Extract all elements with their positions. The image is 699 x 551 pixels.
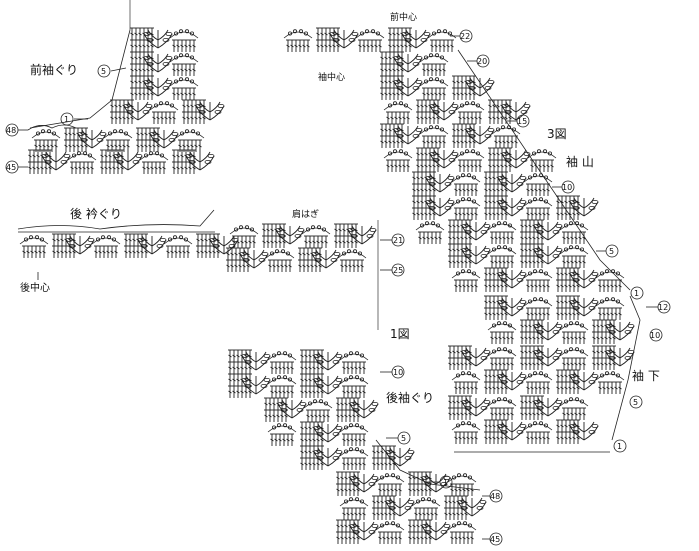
row-marker-s-10: 10 bbox=[552, 180, 575, 194]
row-marker-s-22: 22 bbox=[450, 29, 473, 43]
row-marker-b-10: 10 bbox=[380, 365, 405, 379]
row-marker-s-10b: 10 bbox=[649, 328, 663, 342]
row-marker-s-5b: 5 bbox=[629, 395, 643, 409]
sleeve-cap-label: 袖 山 bbox=[566, 154, 594, 169]
figure-3-label: 3図 bbox=[547, 127, 567, 141]
svg-text:22: 22 bbox=[460, 32, 470, 41]
front-armhole-label: 前袖ぐり bbox=[30, 62, 78, 77]
back-armhole-label: 後袖ぐり bbox=[386, 390, 434, 405]
svg-text:48: 48 bbox=[6, 126, 16, 135]
row-marker-s-15: 15 bbox=[507, 114, 530, 128]
svg-text:5: 5 bbox=[101, 67, 106, 76]
svg-text:10: 10 bbox=[393, 368, 403, 377]
back-armhole-chart bbox=[228, 350, 486, 544]
row-marker-front-5: 5 bbox=[97, 64, 127, 78]
row-marker-b-48: 48 bbox=[482, 489, 503, 503]
row-marker-b-1: 1 bbox=[426, 475, 453, 489]
sleeve-chart bbox=[284, 28, 641, 453]
row-marker-front-1: 1 bbox=[60, 112, 88, 126]
front-center-label: 前中心 bbox=[390, 11, 417, 23]
row-marker-s-5a: 5 bbox=[596, 244, 619, 258]
svg-text:1: 1 bbox=[64, 115, 69, 124]
svg-text:1: 1 bbox=[443, 478, 448, 487]
svg-text:21: 21 bbox=[393, 236, 403, 245]
row-marker-b-45: 45 bbox=[482, 532, 503, 546]
sleeve-under-label: 袖 下 bbox=[632, 368, 660, 383]
row-marker-back-21: 21 bbox=[380, 233, 405, 247]
row-marker-back-25: 25 bbox=[380, 263, 405, 277]
back-neck-chart bbox=[17, 209, 379, 330]
svg-text:20: 20 bbox=[477, 57, 487, 66]
svg-text:12: 12 bbox=[658, 303, 668, 312]
svg-text:10: 10 bbox=[650, 331, 660, 340]
shoulder-join-label: 肩はぎ bbox=[292, 208, 319, 220]
row-marker-s-1: 1 bbox=[630, 286, 644, 300]
svg-text:5: 5 bbox=[633, 398, 638, 407]
back-neck-label: 後 衿ぐり bbox=[70, 206, 122, 221]
figure-1-label: 1図 bbox=[390, 327, 410, 341]
svg-text:45: 45 bbox=[490, 535, 500, 544]
svg-text:5: 5 bbox=[609, 247, 614, 256]
svg-text:48: 48 bbox=[490, 492, 500, 501]
front-armhole-chart bbox=[27, 0, 224, 174]
row-marker-b-5: 5 bbox=[386, 431, 411, 445]
row-marker-s-1b: 1 bbox=[613, 439, 627, 453]
svg-text:10: 10 bbox=[562, 183, 572, 192]
row-marker-front-45: 45 bbox=[5, 160, 28, 174]
row-marker-front-48: 48 bbox=[5, 123, 28, 137]
sleeve-center-label: 袖中心 bbox=[318, 71, 345, 83]
row-marker-s-20: 20 bbox=[467, 54, 490, 68]
row-marker-s-12: 12 bbox=[646, 300, 671, 314]
svg-text:1: 1 bbox=[634, 289, 639, 298]
svg-text:15: 15 bbox=[517, 117, 527, 126]
back-center-label: 後中心 bbox=[20, 281, 50, 294]
svg-text:1: 1 bbox=[617, 442, 622, 451]
svg-text:45: 45 bbox=[6, 163, 16, 172]
svg-text:5: 5 bbox=[401, 434, 406, 443]
svg-text:25: 25 bbox=[393, 266, 403, 275]
